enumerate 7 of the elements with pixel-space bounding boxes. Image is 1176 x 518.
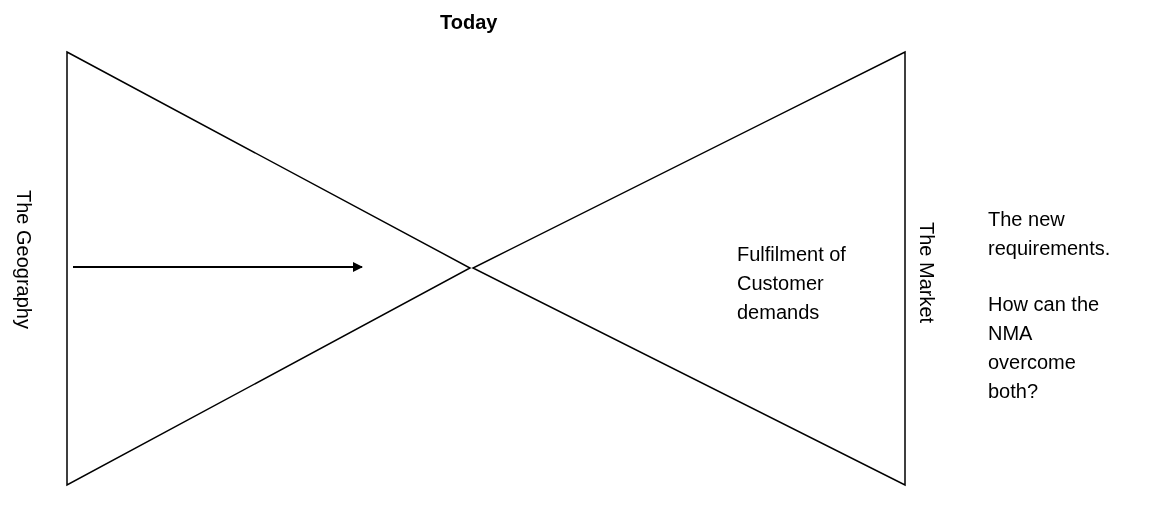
title: Today xyxy=(440,10,498,35)
triangle-label: Fulfilment of Customer demands xyxy=(737,242,847,325)
triangle xyxy=(470,50,935,488)
note-text: The new requirements. xyxy=(988,207,1112,261)
side-label: The Market xyxy=(915,222,939,324)
note-text: How can the NMA overcome both? xyxy=(988,292,1101,404)
side-label: The Geography xyxy=(12,190,36,329)
